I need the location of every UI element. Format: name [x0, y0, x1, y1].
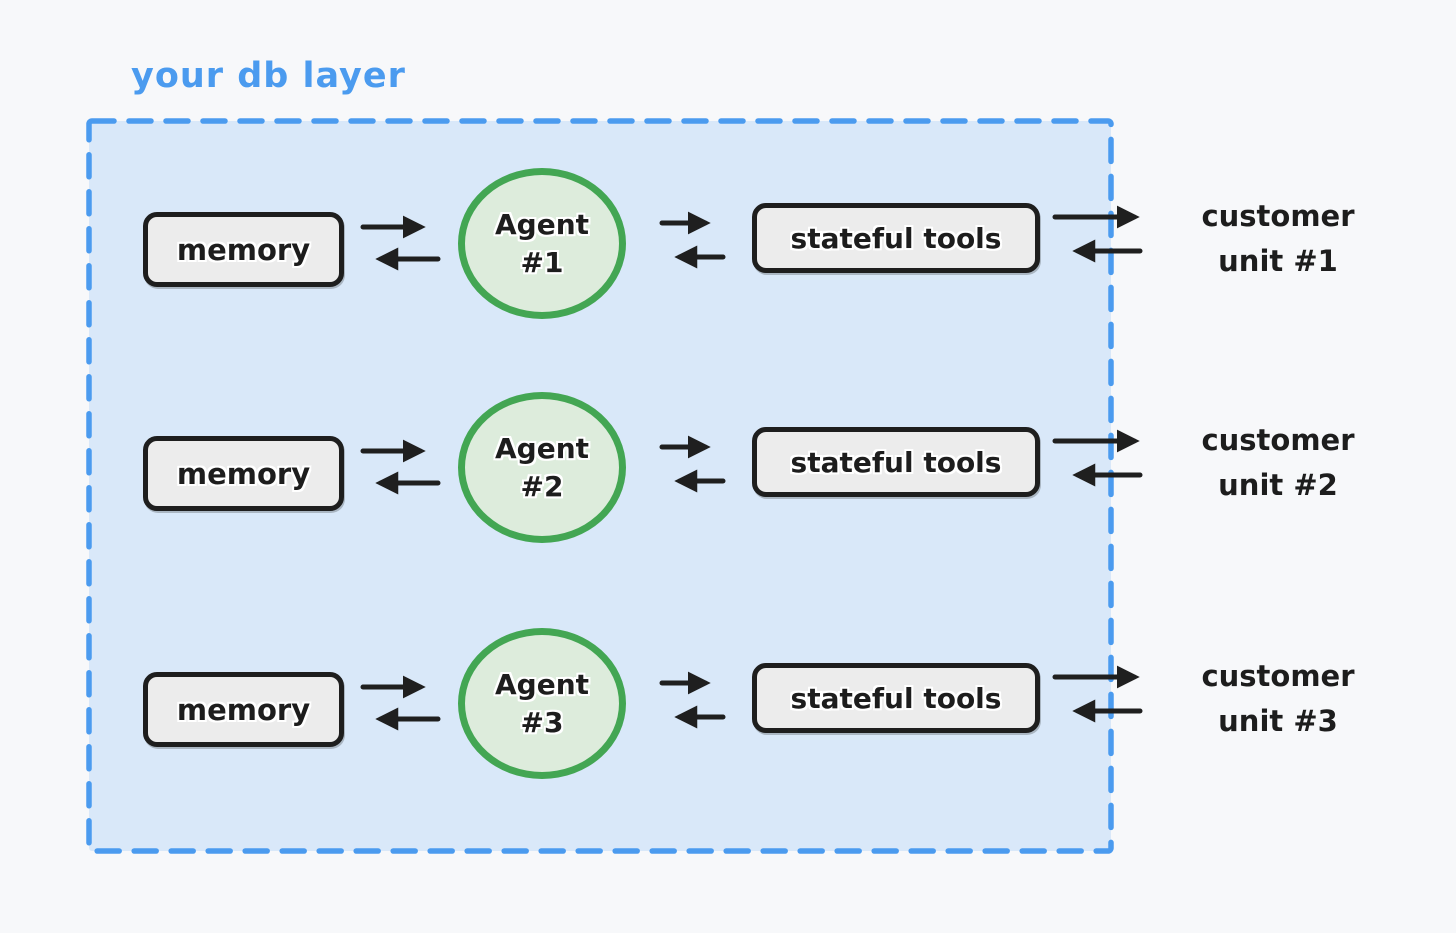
memory-label: memory [176, 232, 311, 267]
agent-label-line1: Agent [494, 667, 590, 701]
arrows-row-2 [360, 429, 1143, 495]
agent-node: Agent #2 [458, 392, 626, 543]
agent-label-line2: #3 [520, 705, 564, 739]
memory-box: memory [143, 672, 344, 747]
agent-label-line2: #2 [520, 469, 564, 503]
stateful-tools-label: stateful tools [790, 445, 1002, 479]
customer-label-line2: unit #3 [1218, 703, 1338, 738]
customer-label-line1: customer [1201, 423, 1355, 457]
db-layer-title: your db layer [131, 56, 406, 96]
agent-label-line1: Agent [494, 207, 590, 241]
customer-label-line1: customer [1201, 659, 1355, 693]
memory-box: memory [143, 212, 344, 287]
customer-label-line1: customer [1201, 199, 1355, 233]
customer-label-line2: unit #1 [1218, 243, 1338, 278]
memory-box: memory [143, 436, 344, 511]
memory-label: memory [176, 456, 311, 491]
customer-unit-label: customer unit #2 [1157, 418, 1399, 508]
agent-node: Agent #1 [458, 168, 626, 319]
arrows-row-1 [360, 205, 1143, 271]
agent-label-line2: #1 [520, 245, 564, 279]
arrows-row-3 [360, 665, 1143, 731]
customer-unit-label: customer unit #1 [1157, 194, 1399, 284]
stateful-tools-box: stateful tools [752, 203, 1040, 273]
memory-label: memory [176, 692, 311, 727]
agent-label-line1: Agent [494, 431, 590, 465]
customer-label-line2: unit #2 [1218, 467, 1338, 502]
stateful-tools-box: stateful tools [752, 663, 1040, 733]
stateful-tools-label: stateful tools [790, 681, 1002, 715]
stateful-tools-label: stateful tools [790, 221, 1002, 255]
stateful-tools-box: stateful tools [752, 427, 1040, 497]
agent-node: Agent #3 [458, 628, 626, 779]
customer-unit-label: customer unit #3 [1157, 654, 1399, 744]
